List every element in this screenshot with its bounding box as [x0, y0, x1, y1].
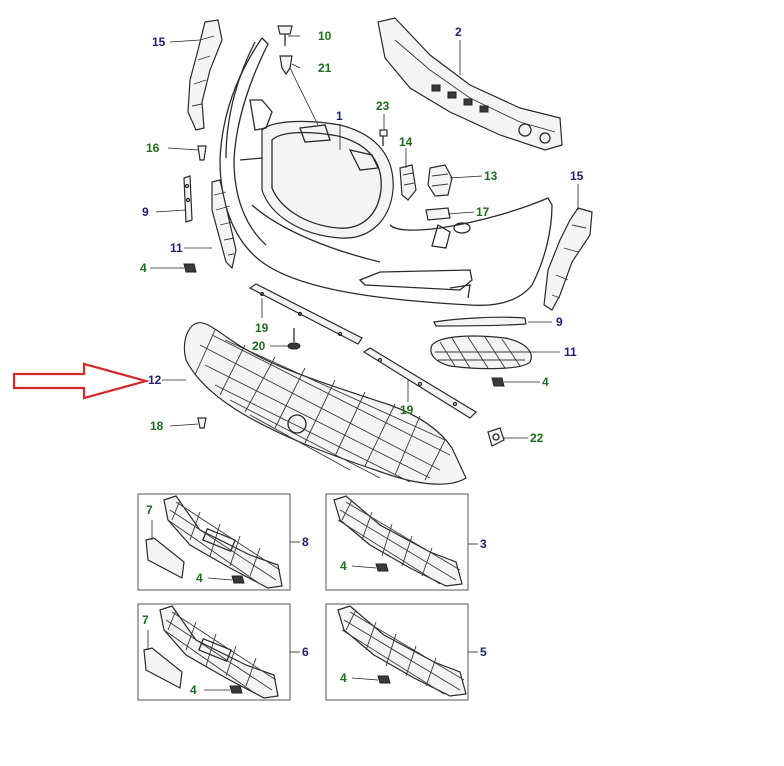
part-9-right-trim — [433, 316, 527, 327]
part-16-clip — [197, 145, 207, 161]
callout-labels: 15 10 21 1 2 23 14 13 17 15 16 9 11 4 19… — [140, 25, 584, 697]
label-12: 12 — [148, 373, 162, 387]
label-10: 10 — [318, 29, 332, 43]
part-12-undertray — [183, 322, 467, 485]
label-15-left: 15 — [152, 35, 166, 49]
label-21: 21 — [318, 61, 332, 75]
label-7-box6: 7 — [142, 613, 149, 627]
label-13: 13 — [484, 169, 498, 183]
label-11-left: 11 — [170, 241, 183, 255]
label-4-upper: 4 — [140, 261, 147, 275]
label-7-box8: 7 — [146, 503, 153, 517]
label-4-box6: 4 — [190, 683, 197, 697]
variant-box-6 — [137, 603, 291, 701]
label-9-left: 9 — [142, 205, 149, 219]
label-18: 18 — [150, 419, 164, 433]
part-22-sensor — [487, 427, 505, 447]
part-11-right-grille — [430, 335, 532, 370]
label-23: 23 — [376, 99, 390, 113]
variant-box-8 — [137, 493, 291, 591]
red-outline-arrow-icon — [12, 362, 151, 400]
part-9-left-trim — [183, 175, 193, 223]
label-20: 20 — [252, 339, 266, 353]
part-2-energy-absorber — [377, 17, 563, 151]
label-4-box3: 4 — [340, 559, 347, 573]
part-19-strip-right — [362, 347, 477, 419]
label-4-box5: 4 — [340, 671, 347, 685]
part-11-left-grille — [211, 179, 237, 270]
label-14: 14 — [399, 135, 413, 149]
label-2: 2 — [455, 25, 462, 39]
label-1: 1 — [336, 109, 343, 123]
part-1-grille-surround — [249, 99, 394, 239]
part-14-bracket — [399, 164, 417, 201]
leader-lines — [147, 35, 579, 691]
part-17-tow-cover — [425, 207, 471, 249]
part-10-screw — [277, 25, 293, 46]
part-4-clip-right — [491, 377, 505, 387]
label-19-left: 19 — [255, 321, 269, 335]
label-19-right: 19 — [400, 403, 414, 417]
label-17: 17 — [476, 205, 490, 219]
variant-box-3 — [325, 493, 469, 591]
part-4-clip-upper — [183, 263, 197, 273]
part-23-bolt — [379, 129, 388, 146]
bumper-cover — [219, 37, 553, 306]
label-8: 8 — [302, 535, 309, 549]
label-9-right: 9 — [556, 315, 563, 329]
label-5: 5 — [480, 645, 487, 659]
label-16: 16 — [146, 141, 160, 155]
variant-box-5 — [325, 603, 469, 701]
label-15-right: 15 — [570, 169, 584, 183]
part-18-clip — [197, 417, 207, 429]
label-4-box8: 4 — [196, 571, 203, 585]
label-22: 22 — [530, 431, 544, 445]
part-15-right-bracket — [543, 207, 593, 311]
part-15-left-bracket — [187, 19, 223, 131]
label-4-right: 4 — [542, 375, 549, 389]
label-3: 3 — [480, 537, 487, 551]
label-11-right: 11 — [564, 345, 577, 359]
part-13-bracket — [427, 164, 453, 197]
part-19-strip-left — [248, 283, 363, 345]
part-21-clip — [279, 55, 293, 76]
label-6: 6 — [302, 645, 309, 659]
